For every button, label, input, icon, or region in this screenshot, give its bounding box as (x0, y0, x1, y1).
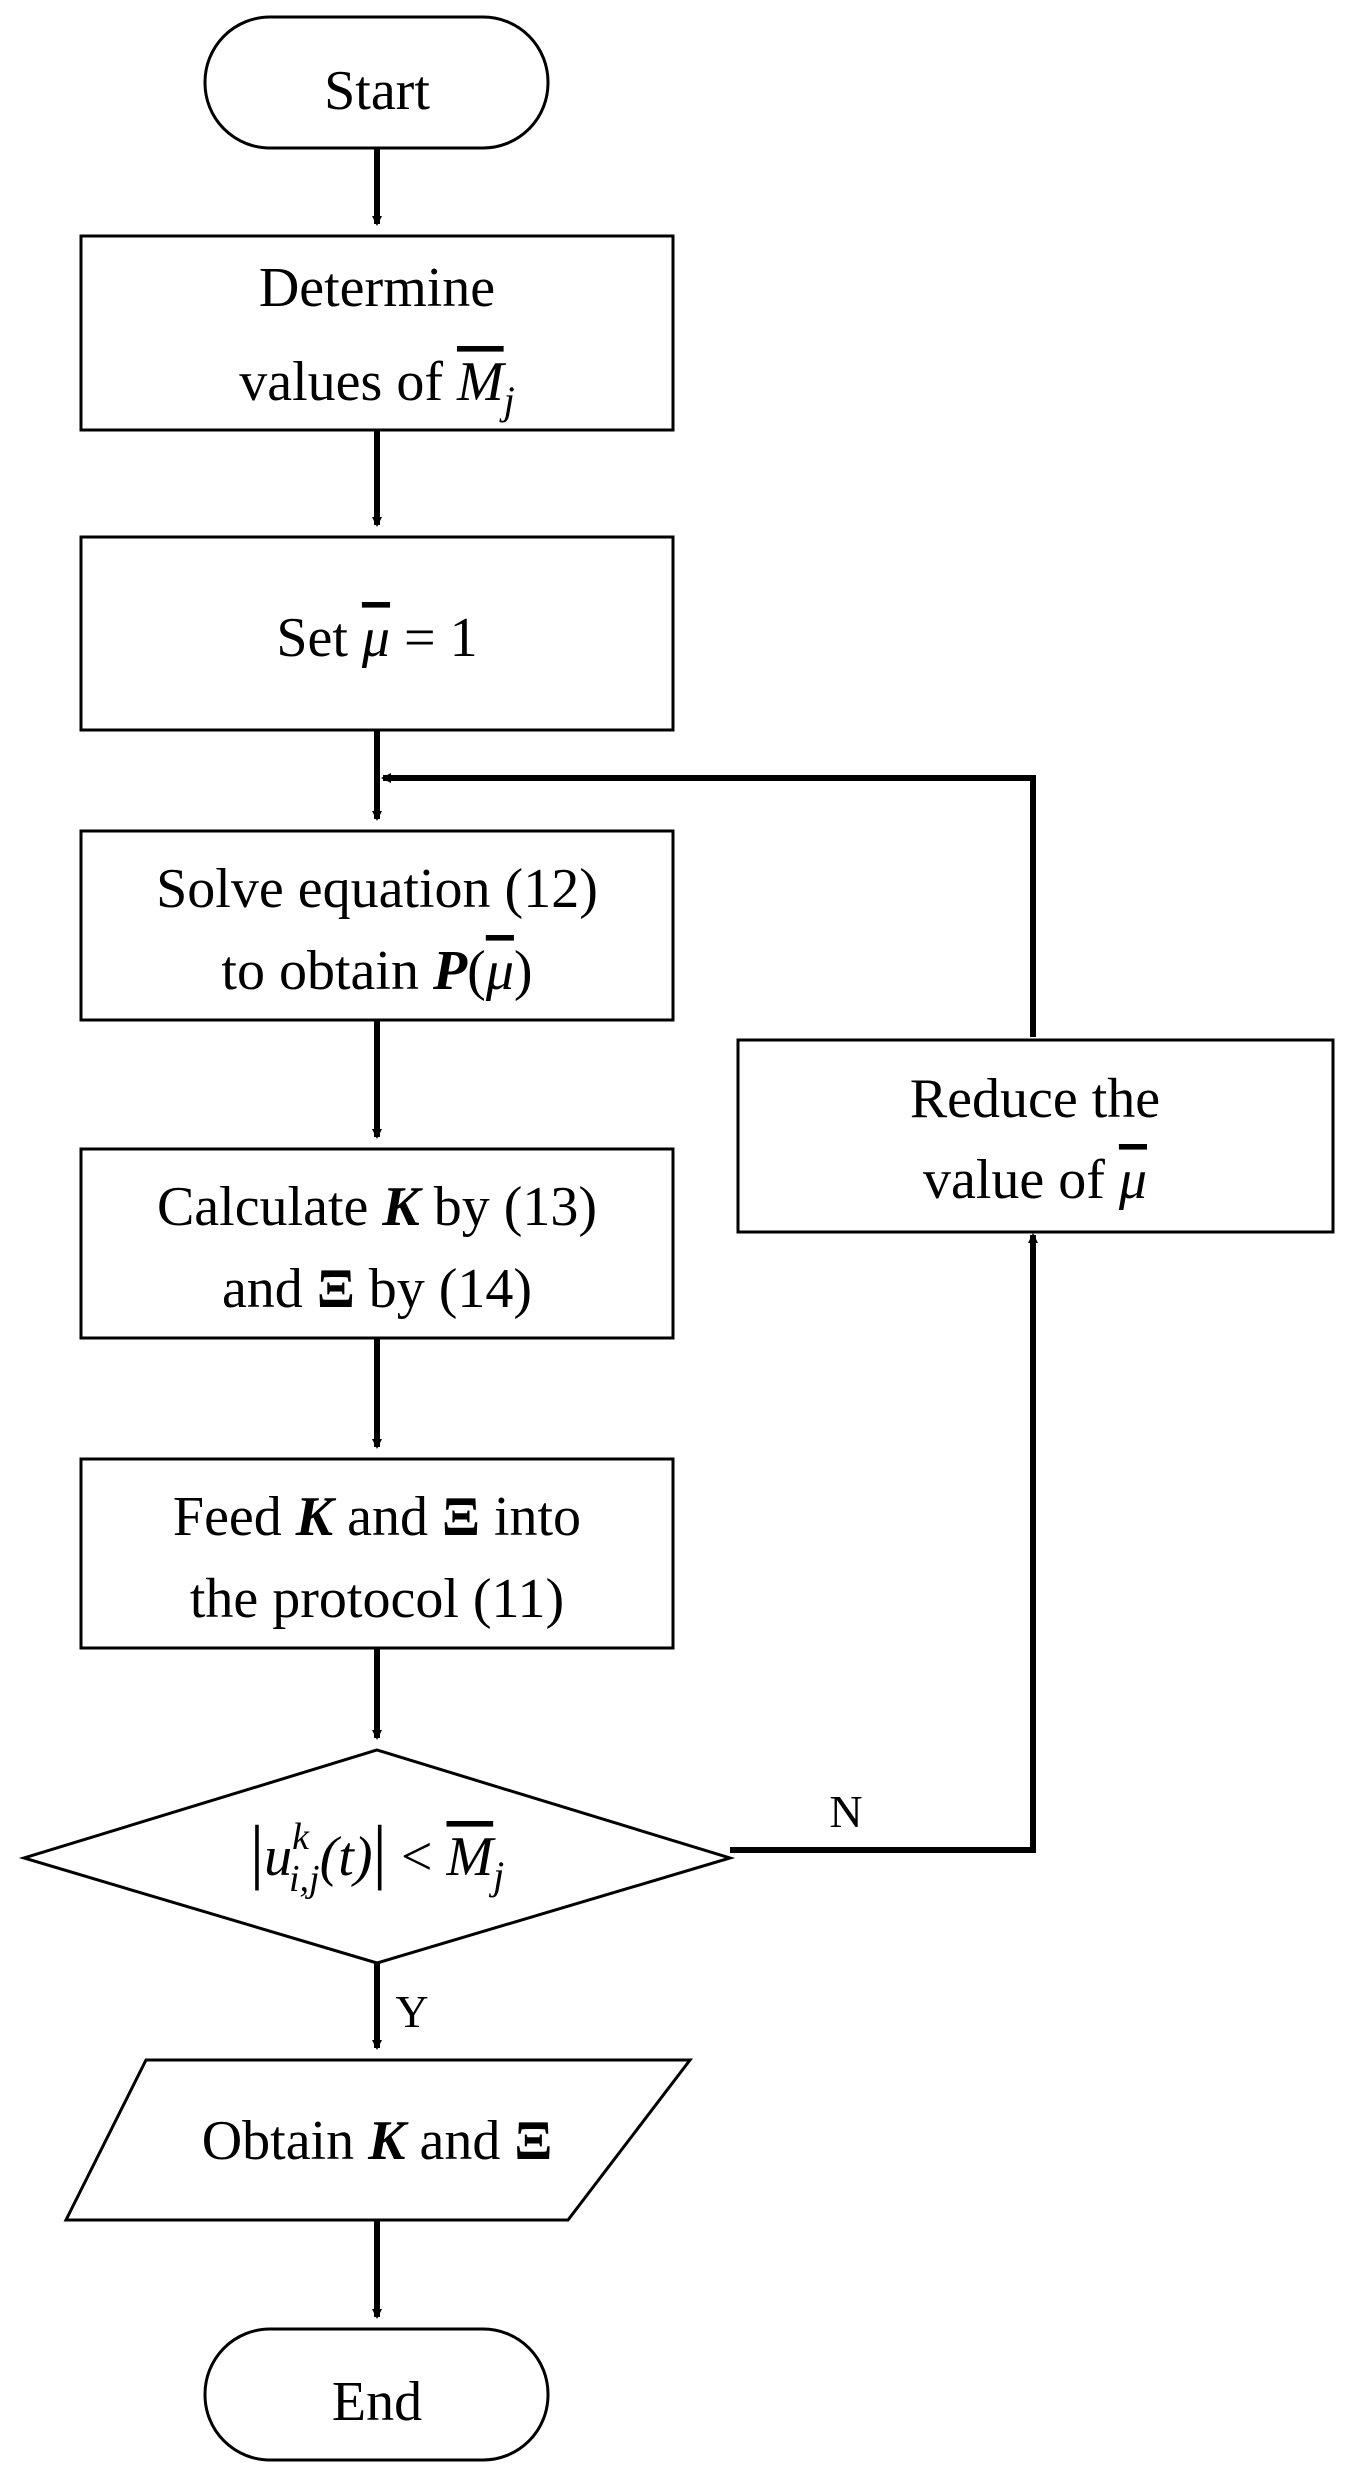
edge-label-yes: Y (395, 1986, 428, 2037)
reduce-line2: value of μ (923, 1149, 1147, 1211)
obtain-parallelogram (63, 2058, 694, 2222)
calculate-suffix: by (13) (420, 1176, 597, 1238)
edge-label-no: N (829, 1786, 862, 1837)
solve-line1: Solve equation (12) (156, 858, 598, 920)
calculate-k-symbol: K (381, 1176, 423, 1238)
reduce-line2-prefix: value of (923, 1149, 1119, 1211)
feed-line2: the protocol (11) (190, 1568, 564, 1630)
calculate-line1: Calculate K by (13) (157, 1176, 597, 1238)
start-label: Start (324, 60, 430, 122)
set-rest: = 1 (390, 607, 478, 669)
reduce-box (736, 1038, 1335, 1234)
edge-decision-no-to-reduce (730, 1233, 1038, 1853)
decision-superscript: k (292, 1816, 310, 1858)
decision-diamond (18, 1748, 736, 1965)
p-symbol: P (432, 940, 468, 1002)
decision-m-bar-symbol: M (446, 1826, 497, 1888)
solve-line2: to obtain P(μ) (221, 940, 532, 1002)
reduce-mu-bar-symbol: μ (1118, 1149, 1147, 1211)
end-terminal (203, 2327, 550, 2462)
calculate-box (79, 1147, 675, 1340)
mu-bar-symbol: μ (361, 607, 390, 669)
obtain-label: Obtain K and Ξ (202, 2110, 553, 2172)
calculate-line2: and Ξ by (14) (222, 1258, 532, 1320)
determine-line2: values of Mj (239, 351, 515, 423)
decision-abs-left: | (250, 1811, 264, 1891)
obtain-mid: and (405, 2110, 514, 2172)
edge-reduce-to-solve (381, 773, 1036, 1037)
solve-mu-bar-symbol: μ (485, 940, 514, 1002)
decision-m-subscript: j (488, 1853, 504, 1898)
feed-xi-symbol: Ξ (442, 1486, 480, 1548)
calculate-prefix: Calculate (157, 1176, 382, 1238)
end-label: End (332, 2371, 422, 2433)
start-terminal (203, 15, 550, 150)
decision-arg: (t) (320, 1826, 373, 1888)
determine-line1: Determine (259, 257, 495, 319)
feed-k-symbol: K (295, 1486, 337, 1548)
decision-operator: < (387, 1826, 447, 1888)
set-mu-label: Set μ = 1 (276, 607, 477, 669)
reduce-line1: Reduce the (910, 1068, 1160, 1130)
obtain-xi-symbol: Ξ (514, 2110, 552, 2172)
set-prefix: Set (276, 607, 362, 669)
calculate-line2-prefix: and (222, 1258, 317, 1320)
calculate-xi-symbol: Ξ (317, 1258, 355, 1320)
obtain-prefix: Obtain (202, 2110, 368, 2172)
m-bar-symbol: M (456, 351, 507, 413)
determine-box (79, 234, 675, 432)
solve-line2-prefix: to obtain (221, 940, 433, 1002)
m-bar-subscript: j (499, 378, 515, 423)
solve-close-paren: ) (514, 940, 533, 1002)
feed-prefix: Feed (173, 1486, 296, 1548)
obtain-k-symbol: K (367, 2110, 409, 2172)
determine-line2-prefix: values of (239, 351, 457, 413)
feed-box (79, 1457, 675, 1650)
feed-mid: and (333, 1486, 442, 1548)
decision-abs-right: | (372, 1811, 386, 1891)
calculate-line2-suffix: by (14) (355, 1258, 532, 1320)
solve-box (79, 829, 675, 1022)
decision-u: u (264, 1826, 292, 1888)
feed-line1: Feed K and Ξ into (173, 1486, 581, 1548)
solve-open-paren: ( (467, 940, 486, 1002)
feed-suffix: into (480, 1486, 581, 1548)
set-mu-box (79, 535, 675, 732)
decision-subscript: i,j (289, 1858, 320, 1900)
